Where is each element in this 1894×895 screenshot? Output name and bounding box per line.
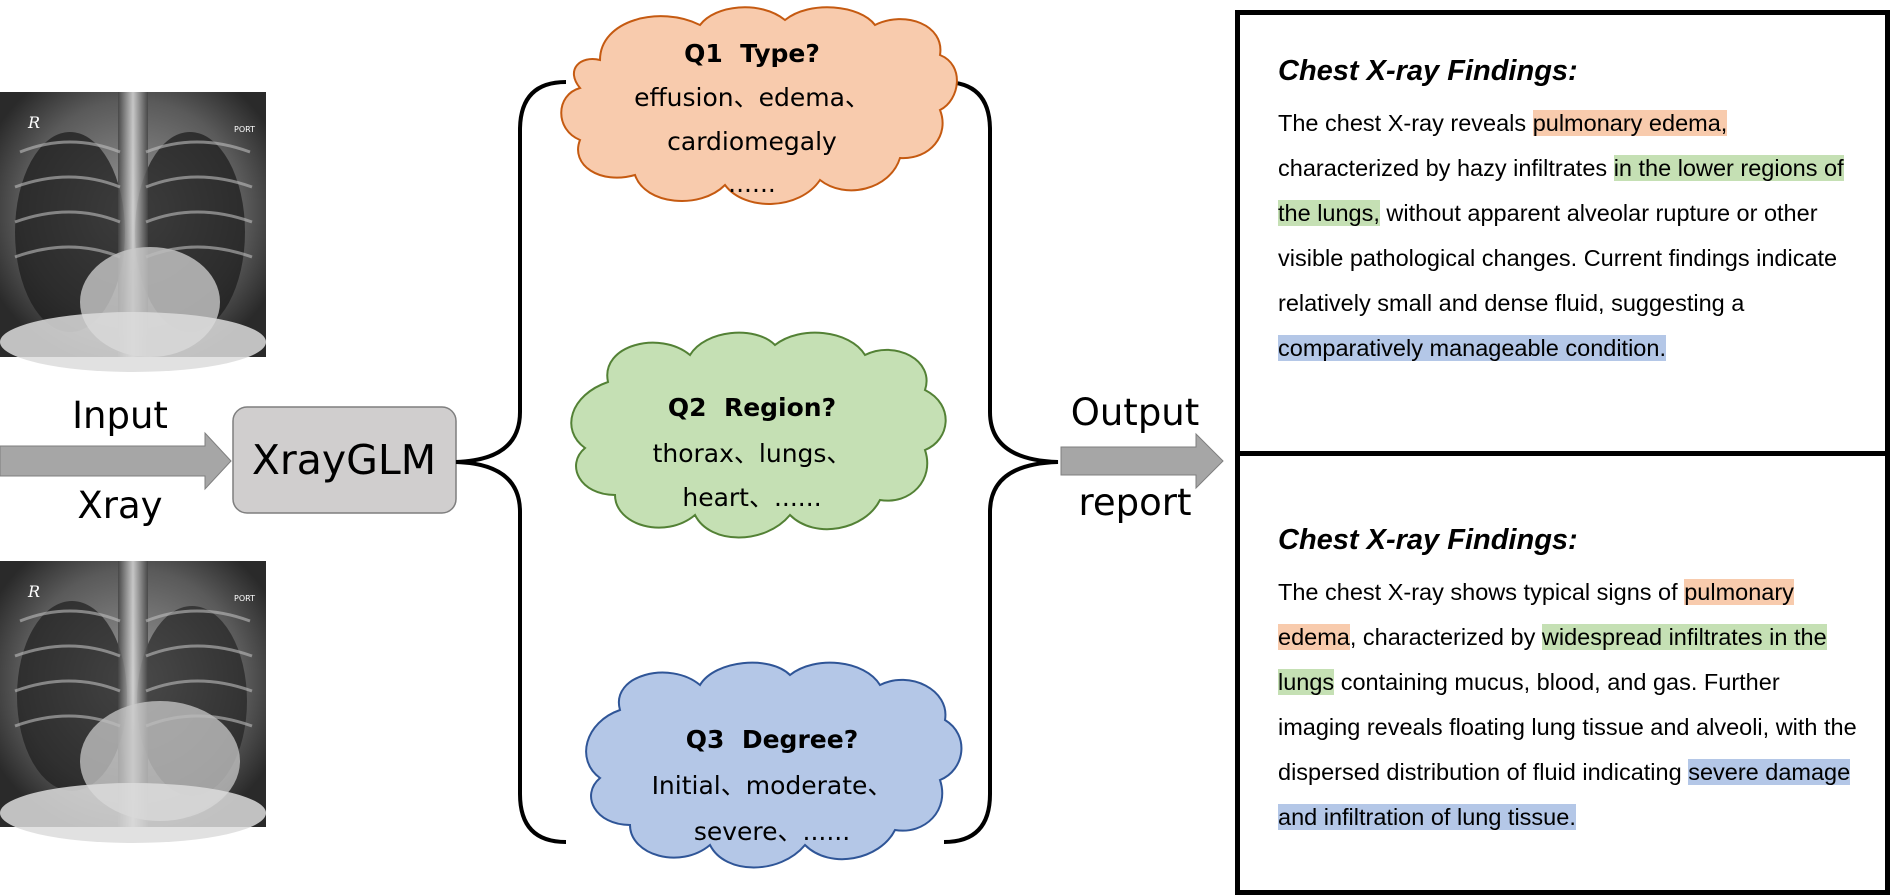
q1-line: effusion、edema、	[634, 83, 870, 112]
report-panel-bottom: Chest X-ray Findings: The chest X-ray sh…	[1235, 451, 1890, 895]
xray-tag: PORT	[234, 125, 255, 134]
q3-line: severe、......	[694, 817, 850, 846]
highlight-orange: pulmonary edema,	[1532, 109, 1728, 136]
output-label: Output	[1071, 391, 1200, 434]
question-cloud-region: Q2 Region? thorax、lungs、 heart、......	[570, 331, 947, 539]
output-sublabel: report	[1078, 481, 1191, 524]
report-text: without apparent alveolar rupture or oth…	[1278, 199, 1838, 316]
report-body: The chest X-ray reveals pulmonary edema,…	[1278, 101, 1861, 371]
q2-title: Q2 Region?	[668, 393, 836, 422]
question-cloud-degree: Q3 Degree? Initial、moderate、 severe、....…	[585, 661, 963, 869]
xray-tag: PORT	[234, 594, 255, 603]
q2-line: thorax、lungs、	[653, 439, 852, 468]
q1-title: Q1 Type?	[684, 39, 820, 68]
report-text: characterized by hazy infiltrates	[1278, 154, 1614, 181]
left-brace	[455, 80, 567, 844]
q3-title: Q3 Degree?	[686, 725, 858, 754]
question-cloud-type: Q1 Type? effusion、edema、 cardiomegaly ..…	[560, 6, 958, 205]
report-title: Chest X-ray Findings:	[1278, 524, 1578, 556]
model-name: XrayGLM	[252, 436, 436, 484]
q1-line: cardiomegaly	[667, 127, 837, 156]
report-body: The chest X-ray shows typical signs of p…	[1278, 570, 1861, 840]
q3-line: Initial、moderate、	[652, 771, 893, 800]
xray-marker: R	[27, 582, 40, 601]
report-text: The chest X-ray reveals	[1278, 109, 1533, 136]
xray-marker: R	[27, 113, 40, 132]
input-arrow	[0, 431, 232, 491]
output-arrow	[1060, 432, 1224, 490]
report-text: The chest X-ray shows typical signs of	[1278, 578, 1685, 605]
q1-line: ......	[728, 169, 776, 198]
q2-line: heart、......	[682, 483, 821, 512]
highlight-blue: comparatively manageable condition.	[1278, 334, 1666, 361]
input-sublabel: Xray	[77, 484, 162, 527]
xray-image-top: R PORT	[0, 92, 266, 372]
right-brace	[943, 80, 1059, 844]
report-title: Chest X-ray Findings:	[1278, 55, 1578, 87]
input-label: Input	[72, 394, 168, 437]
report-text: containing mucus, blood, and gas. Furthe…	[1278, 668, 1857, 785]
report-text: , characterized by	[1349, 623, 1542, 650]
xray-image-bottom: R PORT	[0, 561, 266, 843]
report-panel-top: Chest X-ray Findings: The chest X-ray re…	[1235, 10, 1890, 456]
